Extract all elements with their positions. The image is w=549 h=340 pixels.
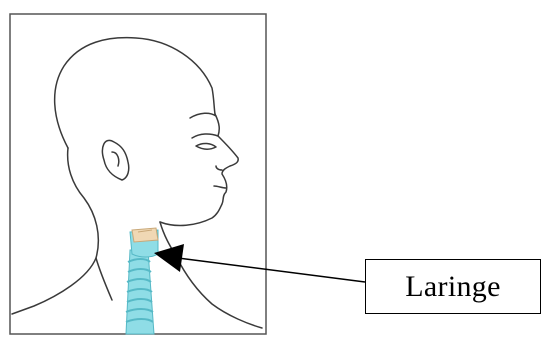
thyroid-cartilage <box>132 228 158 242</box>
label-box: Laringe <box>365 259 541 314</box>
larynx <box>130 228 158 257</box>
larynx-label: Laringe <box>405 270 500 304</box>
